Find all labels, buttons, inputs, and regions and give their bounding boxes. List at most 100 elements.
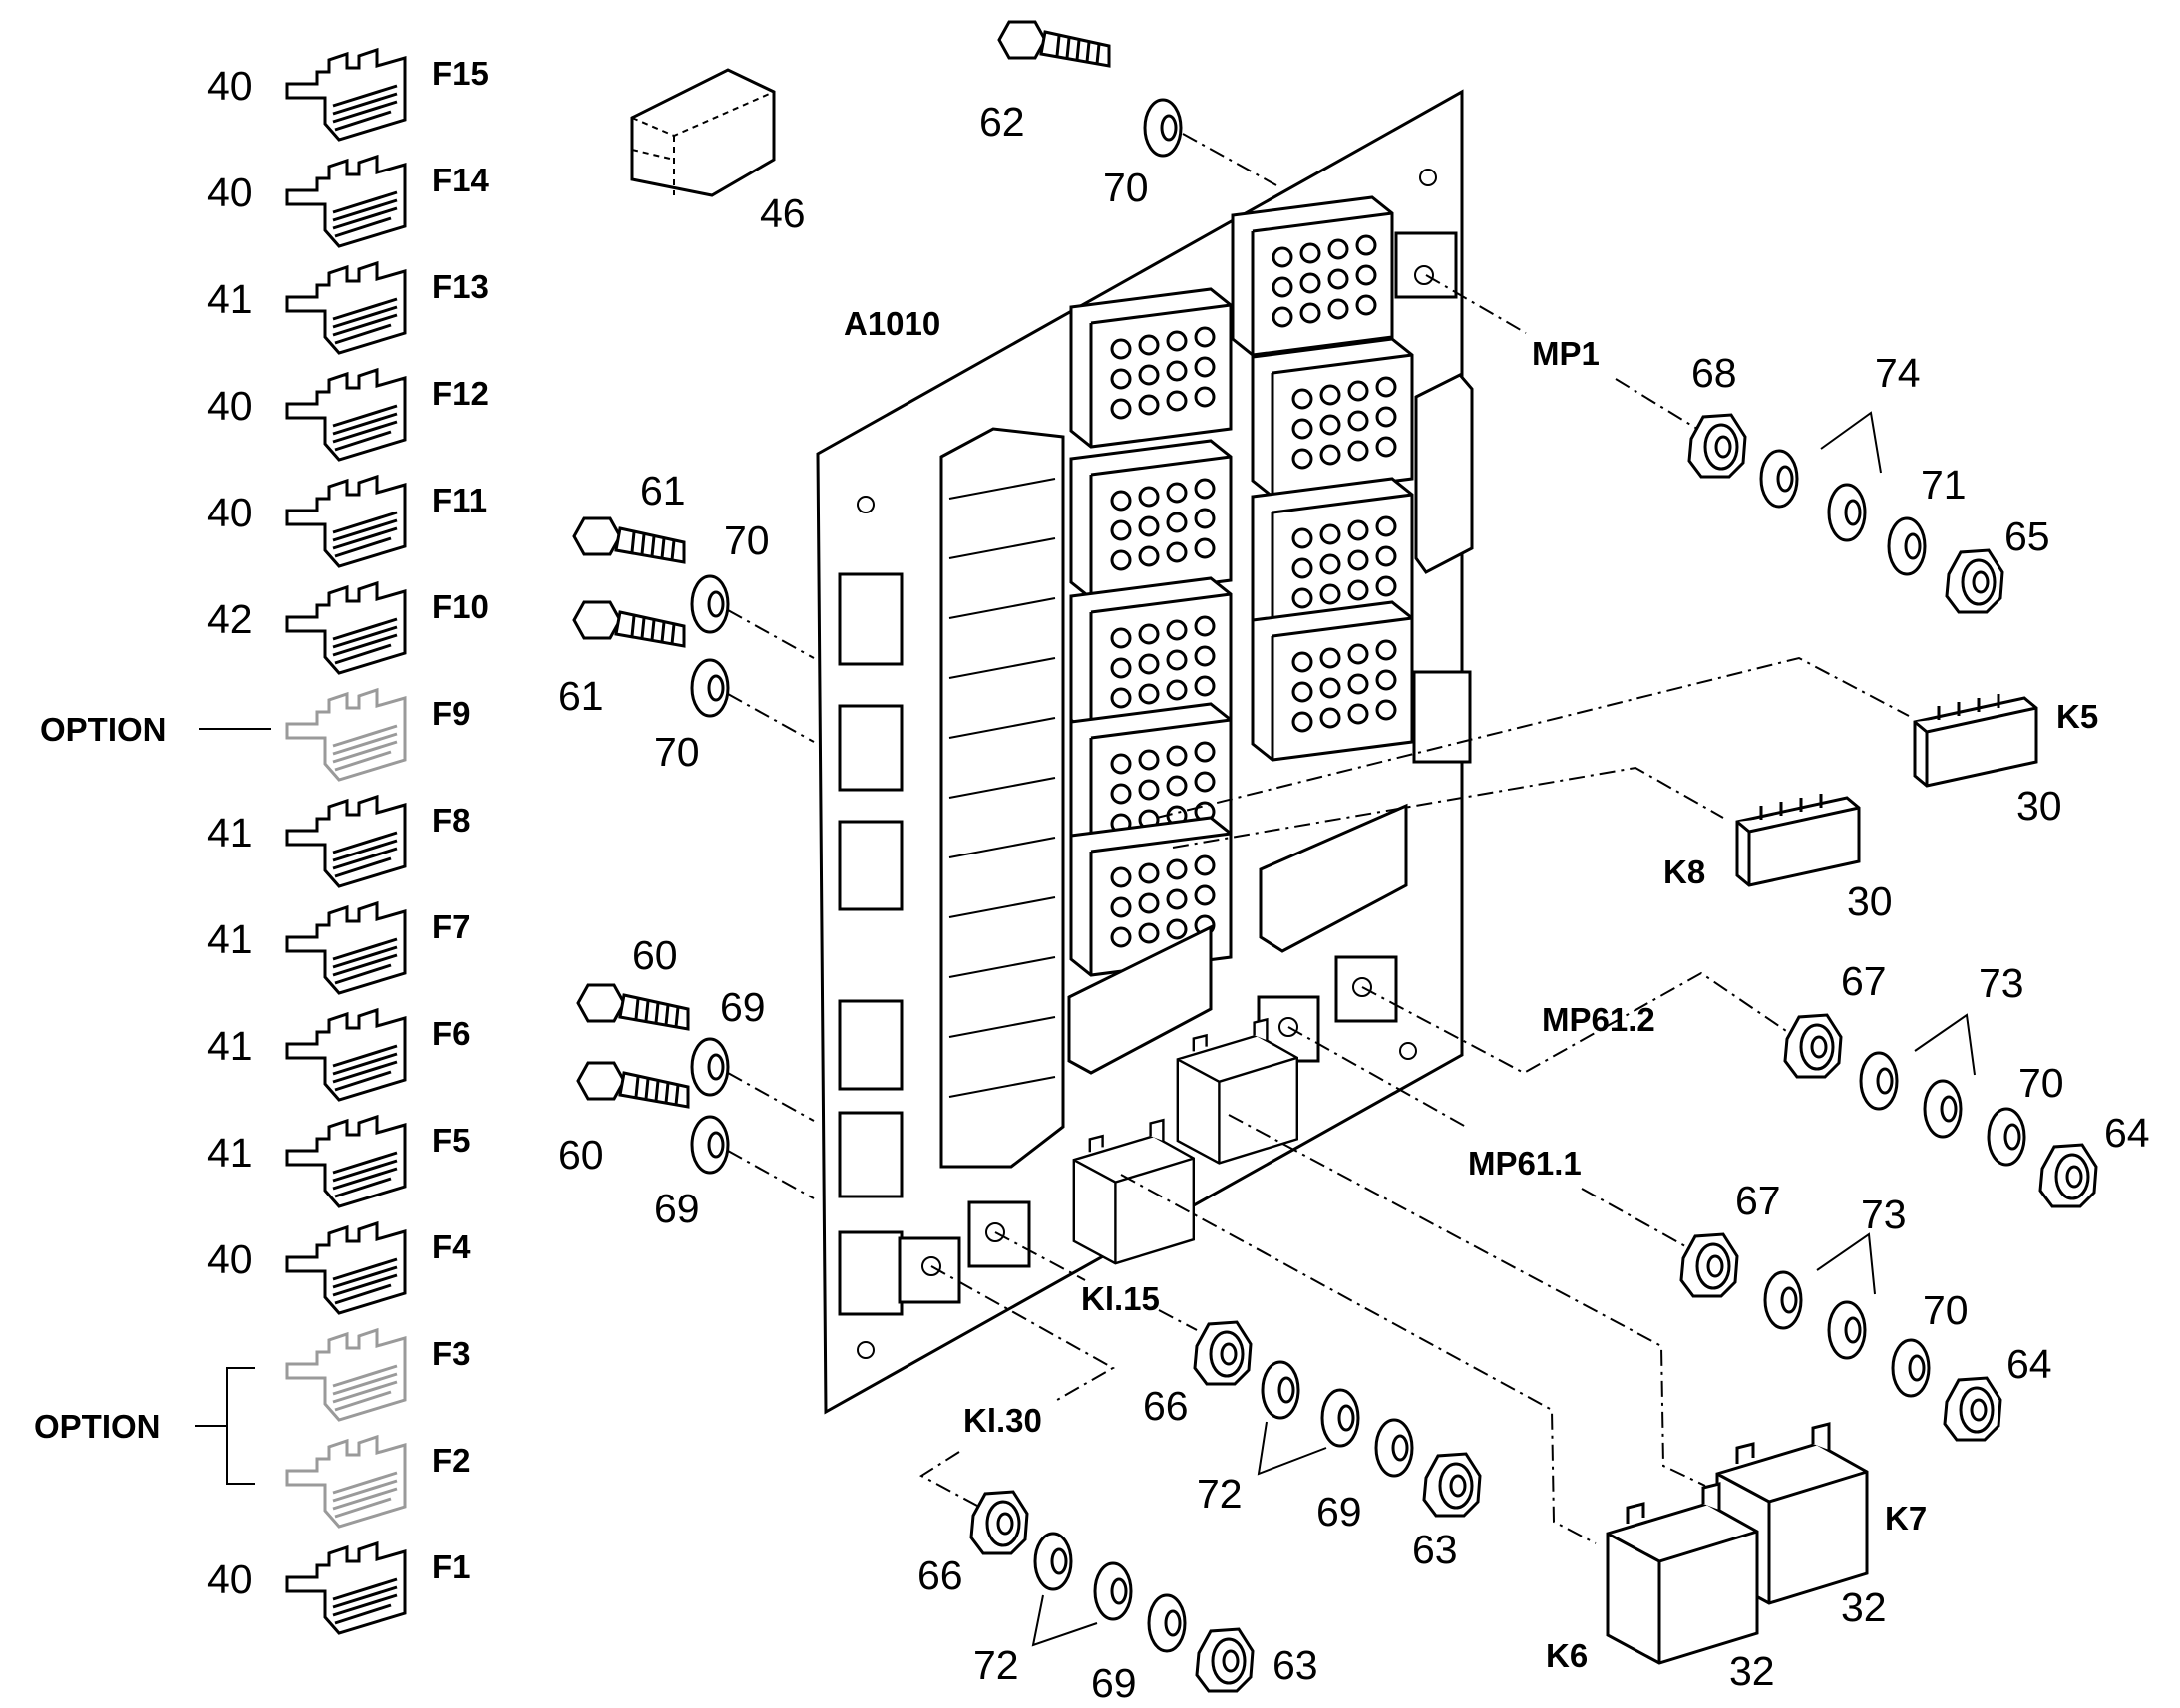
relay-quantity: 30 xyxy=(2016,783,2062,829)
fuse-quantity: 41 xyxy=(207,276,253,322)
fuse-label: F9 xyxy=(432,695,471,732)
terminal-label: Kl.30 xyxy=(963,1402,1042,1439)
part-number: 64 xyxy=(2006,1341,2052,1387)
fuse-label: F1 xyxy=(432,1548,471,1585)
terminal-label: Kl.15 xyxy=(1081,1280,1160,1317)
relay-label: K7 xyxy=(1885,1500,1927,1537)
fuse-quantity: 40 xyxy=(207,490,253,535)
terminal-kl30: Kl.30 66 72 69 63 xyxy=(917,1265,1318,1706)
relay-quantity: 30 xyxy=(1847,878,1893,924)
fuse-item-optional: F3 xyxy=(285,1328,471,1422)
fuse-icon xyxy=(285,688,407,782)
fuse-icon xyxy=(285,1328,407,1422)
fuse-quantity: 40 xyxy=(207,1236,253,1282)
fuse-item: 41 F6 xyxy=(207,1008,471,1102)
connector-block xyxy=(1251,600,1414,762)
relay-k7: K7 32 xyxy=(1228,1114,1927,1630)
fuse-quantity: 40 xyxy=(207,1556,253,1602)
fuse-icon xyxy=(285,1221,407,1315)
fuse-item: 40 F14 xyxy=(207,155,490,248)
part-number: 61 xyxy=(640,468,686,513)
part-number: 46 xyxy=(760,190,806,236)
relay-quantity: 32 xyxy=(1729,1648,1775,1694)
terminal-mp61-2: MP61.2 67 73 70 64 xyxy=(1361,958,2150,1208)
relay-icon xyxy=(1735,792,1861,887)
fuse-item: 41 F7 xyxy=(207,901,471,995)
washer-icon xyxy=(1374,1418,1414,1478)
part-number: 69 xyxy=(654,1186,700,1231)
fuse-item-optional: F2 xyxy=(285,1435,471,1529)
part-number: 63 xyxy=(1272,1642,1318,1688)
nut-icon xyxy=(1687,413,1747,479)
part-number: 70 xyxy=(724,517,770,563)
washer-icon xyxy=(1987,1107,2026,1167)
part-number: 66 xyxy=(917,1552,963,1598)
terminal-mp61-1: MP61.1 67 73 70 64 xyxy=(1287,1026,2052,1442)
washer-icon xyxy=(1827,483,1867,542)
fuse-quantity: 40 xyxy=(207,63,253,109)
left-hardware-4: 60 69 xyxy=(558,1061,815,1231)
fuse-item: 41 F8 xyxy=(207,795,471,888)
part-number: 70 xyxy=(1923,1287,1969,1333)
washer-icon xyxy=(690,1037,730,1097)
washer-icon xyxy=(690,574,730,634)
nut-icon xyxy=(1422,1452,1482,1518)
bolt-icon xyxy=(572,516,686,564)
fuse-icon xyxy=(285,1435,407,1529)
fuse-label: F8 xyxy=(432,802,471,839)
fuse-quantity: 40 xyxy=(207,170,253,215)
fuse-quantity: 41 xyxy=(207,810,253,855)
fuse-icon xyxy=(285,581,407,675)
fuse-quantity: 41 xyxy=(207,1130,253,1176)
fuse-item: 40 F11 xyxy=(207,475,487,568)
left-hardware-1: 61 70 xyxy=(572,468,815,659)
fuse-label: F3 xyxy=(432,1335,471,1372)
fuse-label: F12 xyxy=(432,375,489,412)
washer-icon xyxy=(1859,1051,1899,1111)
connector-block xyxy=(1069,439,1233,600)
relay-k8: K8 30 xyxy=(1172,766,1893,924)
fuse-quantity: 42 xyxy=(207,596,253,642)
option-bracket: OPTION xyxy=(34,1367,255,1485)
fuse-item: 41 F5 xyxy=(207,1115,471,1208)
fuse-label: F5 xyxy=(432,1122,471,1159)
relay-quantity: 32 xyxy=(1841,1584,1887,1630)
terminal-kl15: Kl.15 66 72 69 63 xyxy=(994,1231,1482,1572)
relay-label: K5 xyxy=(2056,698,2098,735)
relay-icon xyxy=(1913,692,2038,788)
fuse-label: F15 xyxy=(432,55,489,92)
nut-icon xyxy=(1783,1013,1843,1079)
part-number: 60 xyxy=(632,932,678,978)
fuse-item: 42 F10 xyxy=(207,581,489,675)
part-number: 65 xyxy=(2004,513,2050,559)
fuse-label: F2 xyxy=(432,1442,471,1479)
part-number: 69 xyxy=(1316,1489,1362,1535)
fuse-column: 40 F15 40 F14 41 F13 40 F12 40 F11 42 F1… xyxy=(34,48,490,1635)
washer-icon xyxy=(1143,98,1183,158)
fuse-item: 41 F13 xyxy=(207,261,489,355)
fuse-label: F10 xyxy=(432,588,489,625)
part-number: 62 xyxy=(979,99,1025,145)
fuse-icon xyxy=(285,475,407,568)
part-number: 64 xyxy=(2104,1110,2150,1156)
terminal-label: MP1 xyxy=(1532,335,1600,372)
washer-icon xyxy=(1827,1300,1867,1360)
fuse-icon xyxy=(285,48,407,142)
part-number: 60 xyxy=(558,1132,604,1178)
part-number: 70 xyxy=(1103,165,1149,210)
washer-icon xyxy=(1759,449,1799,509)
connector-block xyxy=(1231,195,1394,357)
part-number: 73 xyxy=(1861,1192,1907,1237)
option-label: OPTION xyxy=(34,1408,161,1445)
option-label: OPTION xyxy=(40,711,167,748)
relay-label: K8 xyxy=(1663,854,1705,890)
fuse-quantity: 41 xyxy=(207,916,253,962)
washer-icon xyxy=(690,658,730,718)
nut-icon xyxy=(969,1490,1029,1555)
washer-icon xyxy=(1923,1079,1963,1139)
board-label: A1010 xyxy=(844,305,940,342)
washer-icon xyxy=(1887,516,1927,576)
terminal-label: MP61.2 xyxy=(1542,1001,1655,1038)
fuse-icon xyxy=(285,368,407,462)
